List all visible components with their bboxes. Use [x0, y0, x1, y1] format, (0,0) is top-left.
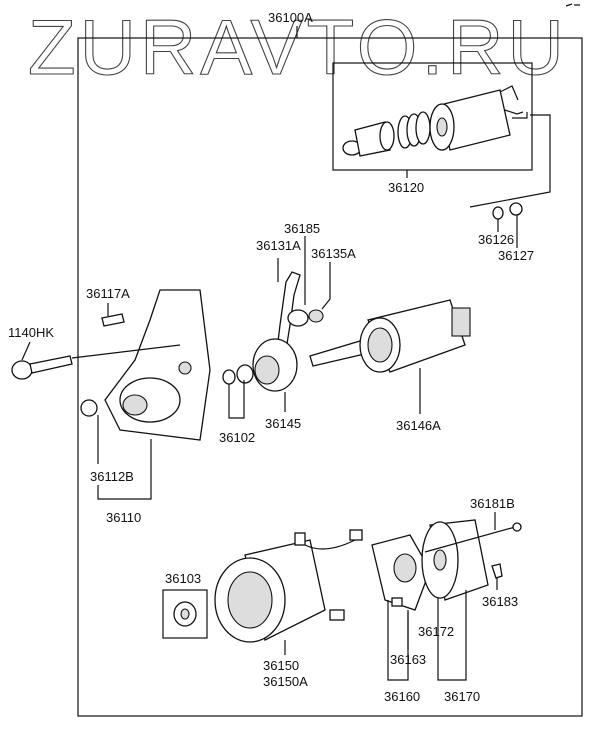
- pinion-gear: [222, 338, 298, 392]
- label-36170: 36170: [444, 689, 480, 704]
- label-36100A: 36100A: [268, 10, 313, 25]
- watermark: ZURAVTO.RU: [28, 3, 568, 91]
- leader-36160: [387, 600, 409, 681]
- label-36135A: 36135A: [311, 246, 356, 261]
- front-housing: [104, 289, 211, 441]
- label-36185: 36185: [284, 221, 320, 236]
- bolt-1140HK: [11, 355, 73, 380]
- label-36120: 36120: [388, 180, 424, 195]
- label-36150A: 36150A: [263, 674, 308, 689]
- label-36102: 36102: [219, 430, 255, 445]
- leader-36135A: [321, 262, 331, 310]
- label-36146A: 36146A: [396, 418, 441, 433]
- through-bolt-36181B: [424, 526, 516, 553]
- bushing-36112B: [80, 399, 98, 417]
- terminal-leader: [469, 114, 551, 208]
- screw-36183: [491, 563, 503, 579]
- leader-36110: [97, 439, 152, 500]
- label-36172: 36172: [418, 624, 454, 639]
- label-36112B: 36112B: [90, 469, 134, 484]
- bolt-36117A: [101, 313, 125, 327]
- assembly-frame: [77, 37, 583, 717]
- label-36127: 36127: [498, 248, 534, 263]
- brush-holder: [371, 534, 431, 611]
- solenoid-box: [332, 62, 533, 171]
- leader-36170: [437, 590, 467, 681]
- label-36145: 36145: [265, 416, 301, 431]
- washer-36127: [509, 202, 523, 216]
- solenoid-switch: [342, 85, 528, 157]
- grommet-36103: [162, 589, 208, 639]
- bolt-axis-line: [71, 344, 181, 359]
- label-36126: 36126: [478, 232, 514, 247]
- label-36103: 36103: [165, 571, 201, 586]
- label-36131A: 36131A: [256, 238, 301, 253]
- label-36183: 36183: [482, 594, 518, 609]
- armature: [309, 299, 471, 373]
- nut-36126: [492, 206, 504, 220]
- label-36163: 36163: [390, 652, 426, 667]
- corner-mark: [565, 3, 580, 7]
- label-36150: 36150: [263, 658, 299, 673]
- leader-36102: [228, 380, 245, 419]
- bolt-head-36181B: [512, 522, 522, 532]
- yoke: [214, 529, 363, 643]
- label-36117A: 36117A: [86, 286, 130, 301]
- label-36181B: 36181B: [470, 496, 515, 511]
- leader-1140HK: [21, 341, 31, 361]
- label-36110: 36110: [106, 510, 141, 525]
- label-1140HK: 1140HK: [8, 325, 54, 340]
- label-36160: 36160: [384, 689, 420, 704]
- rear-cover: [421, 519, 489, 601]
